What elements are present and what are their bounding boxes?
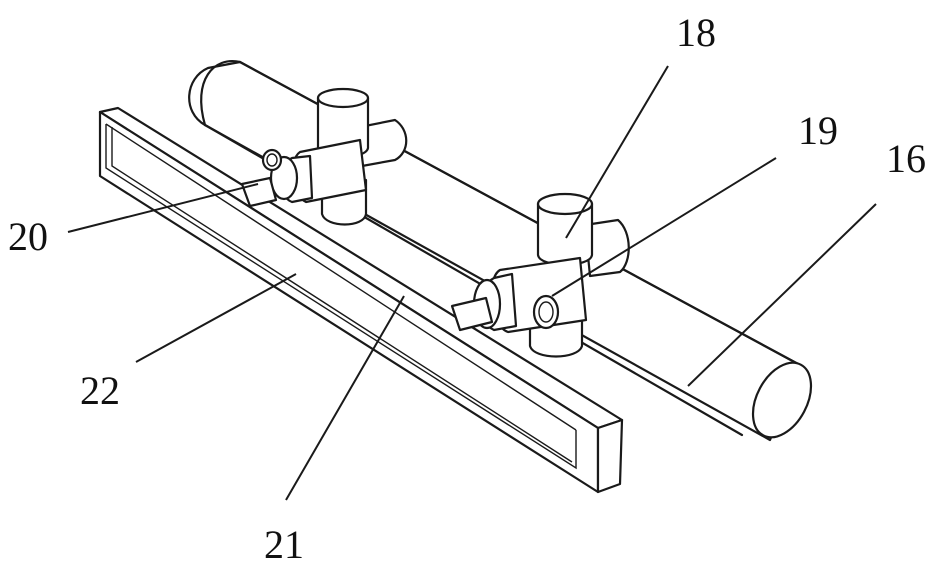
long-bar	[98, 106, 624, 494]
leader-22	[135, 273, 297, 363]
callout-21: 21	[264, 522, 304, 567]
leader-20	[67, 183, 259, 233]
leader-18	[565, 65, 669, 239]
leader-16	[687, 203, 877, 387]
bar-slot	[105, 123, 577, 470]
callout-16: 16	[886, 136, 926, 181]
callout-22: 22	[80, 368, 120, 413]
left-cross-fitting	[240, 87, 408, 226]
callout-18: 18	[676, 10, 716, 55]
leader-lines	[67, 65, 877, 501]
leader-19	[551, 157, 777, 297]
callout-20: 20	[8, 214, 48, 259]
right-cross-fitting	[450, 192, 630, 358]
callout-labels: 16 18 19 20 21 22	[8, 10, 926, 567]
leader-21	[285, 295, 405, 501]
callout-19: 19	[798, 108, 838, 153]
